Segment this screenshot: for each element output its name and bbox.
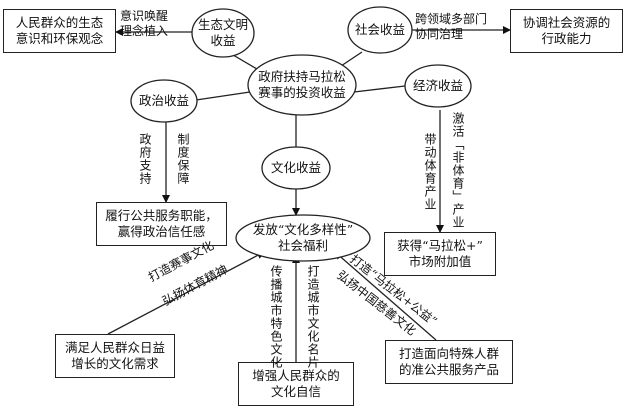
edge-center-economic [353, 85, 406, 93]
edge-label-economic-activate: 激活「非体育」产业 [451, 112, 465, 229]
center-node: 政府扶持马拉松 赛事的投资收益 [258, 69, 346, 100]
political-result-box: 履行公共服务职能， 赢得政治信任感 [96, 202, 227, 246]
edge-label-social: 跨领域多部门 协同治理 [415, 12, 488, 41]
edge-label-spread-culture: 传播城市特色文化 [269, 265, 283, 369]
cultural-benefit-node: 文化收益 [270, 160, 321, 175]
social-benefit-node: 社会收益 [354, 22, 405, 37]
eco-result-box: 人民群众的生态 意识和环保观念 [3, 9, 116, 53]
edge-center-political [195, 91, 251, 101]
edge-label-economic-drive: 带动体育产业 [423, 133, 437, 211]
edge-label-political-support: 政府支持 [138, 133, 152, 185]
cultural-confidence-box: 增强人民群众的 文化自信 [238, 362, 354, 406]
eco-benefit-node: 生态文明 收益 [197, 17, 248, 48]
cultural-result-node: 发放“文化多样性” 社会福利 [252, 222, 354, 253]
social-result-box: 协调社会资源的 行政能力 [510, 9, 623, 53]
special-groups-box: 打造面向特殊人群 的准公共服务产品 [385, 340, 513, 384]
arrow-special-to-cultural [334, 251, 437, 341]
cultural-demand-box: 满足人民群众日益 增长的文化需求 [55, 334, 175, 378]
edge-label-political-guarantee: 制度保障 [176, 133, 190, 185]
economic-result-box: 获得“马拉松+” 市场附加值 [384, 232, 496, 276]
political-benefit-node: 政治收益 [138, 93, 189, 108]
arrow-demand-to-cultural [107, 251, 265, 335]
edge-label-eco: 意识唤醒 理念植入 [120, 9, 169, 38]
edge-label-city-card: 打造城市文化名片 [306, 265, 320, 369]
economic-benefit-node: 经济收益 [412, 78, 463, 93]
